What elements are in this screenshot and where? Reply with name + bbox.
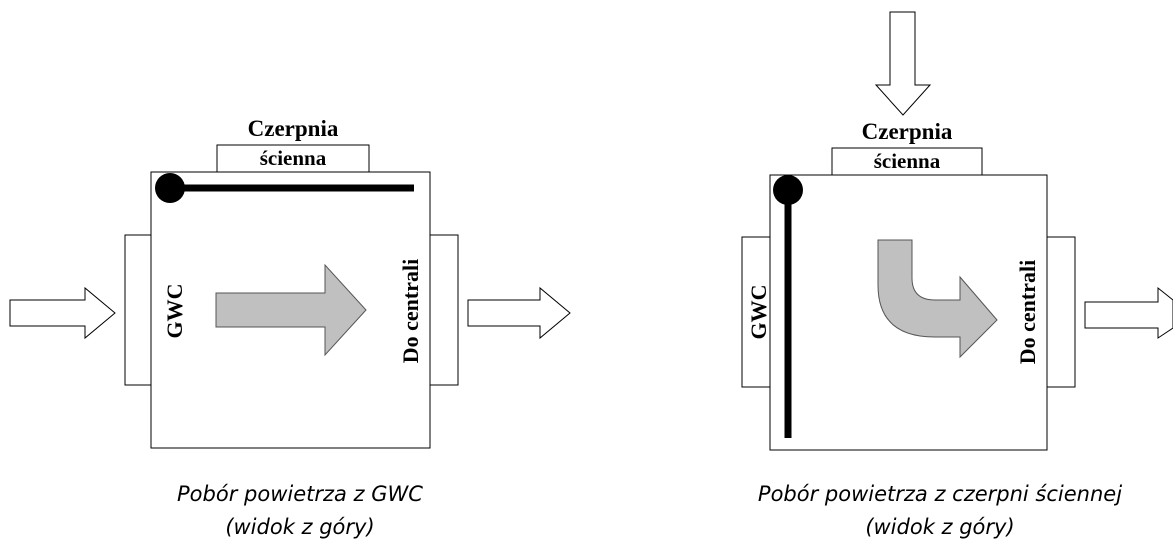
- caption-left-line2: (widok z góry): [225, 515, 375, 539]
- outlet-arrow-icon: [1084, 286, 1173, 339]
- caption-right: Pobór powietrza z czerpni ściennej (wido…: [720, 478, 1160, 544]
- inlet-arrow-icon: [9, 286, 116, 340]
- outlet-label: Do centrali: [398, 259, 423, 363]
- diagram-gwc-intake: Czerpnia ścienna GWC Do centrali: [9, 116, 571, 449]
- damper-pivot: [773, 175, 803, 205]
- damper-pivot: [155, 173, 185, 203]
- flow-arrow-icon: [877, 239, 998, 359]
- gwc-port: [124, 234, 152, 386]
- outlet-arrow-icon: [467, 286, 571, 340]
- caption-left-line1: Pobór powietrza z GWC: [177, 482, 423, 506]
- caption-right-line2: (widok z góry): [865, 515, 1015, 539]
- gwc-label: GWC: [162, 284, 187, 339]
- wall-intake-label-line2: ścienna: [874, 149, 941, 173]
- gwc-port: [741, 236, 771, 388]
- wall-intake-label-line1: Czerpnia: [862, 119, 953, 144]
- outlet-label: Do centrali: [1015, 260, 1040, 364]
- wall-intake-label-line2: ścienna: [260, 146, 327, 170]
- outlet-port: [1046, 236, 1076, 388]
- caption-left: Pobór powietrza z GWC (widok z góry): [110, 478, 490, 544]
- outlet-port: [429, 234, 459, 386]
- diagram-wall-intake: Czerpnia ścienna GWC Do centrali: [741, 11, 1173, 451]
- gwc-label: GWC: [746, 285, 771, 340]
- wall-intake-label-line1: Czerpnia: [248, 116, 339, 141]
- inlet-arrow-icon: [874, 11, 932, 116]
- caption-right-line1: Pobór powietrza z czerpni ściennej: [757, 482, 1123, 506]
- wall-intake-port: [216, 144, 370, 173]
- flow-arrow-icon: [215, 263, 367, 357]
